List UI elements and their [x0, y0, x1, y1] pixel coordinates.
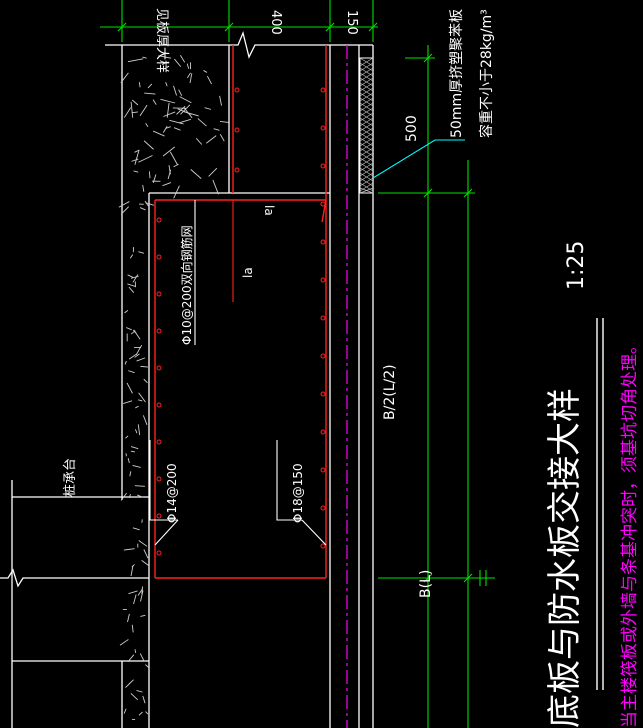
- rebar-dot: [156, 254, 162, 260]
- rebar-dot: [320, 87, 326, 93]
- rebar: [154, 45, 327, 579]
- top-break-line: [105, 30, 373, 59]
- rebar-dot: [320, 391, 326, 397]
- mid-rebar-text: Φ18@150: [291, 463, 305, 523]
- rebar-dot: [156, 328, 162, 334]
- rebar-dot: [320, 163, 326, 169]
- rebar-dot: [234, 87, 240, 93]
- insulation-leader: [372, 139, 465, 179]
- rebar-dot: [320, 353, 326, 359]
- rebar-dot: [156, 439, 162, 445]
- tick: [224, 22, 234, 32]
- tick: [368, 22, 378, 32]
- rebar-dot: [320, 543, 326, 549]
- concrete-hatch: [118, 55, 229, 720]
- tick: [423, 573, 433, 583]
- rebar-dot: [156, 291, 162, 297]
- left-rebar-text: Φ14@200: [165, 463, 179, 523]
- insulation-hatch: [359, 57, 374, 194]
- scale-text: 1:25: [564, 241, 589, 290]
- left-rebar-pointer: [154, 519, 179, 546]
- label-leaders: [149, 199, 327, 546]
- rebar-dot: [156, 550, 162, 556]
- tick: [463, 573, 473, 583]
- tick: [463, 188, 473, 198]
- top-dim-texts: 见板厚大样 400 150: [154, 8, 359, 73]
- dim-500: 500: [404, 115, 420, 142]
- rebar-dot: [320, 315, 326, 321]
- tick: [423, 188, 433, 198]
- la-top-text: la: [262, 205, 276, 216]
- rebar-dot: [234, 167, 240, 173]
- rebar-texts: la la Φ10@200双向钢筋网 Φ14@200 Φ18@150 桩承台: [63, 205, 305, 523]
- dim-half: B/2(L/2): [382, 364, 398, 420]
- dimensions: [100, 0, 495, 728]
- leaders: [372, 139, 465, 179]
- la-mid-text: la: [241, 267, 255, 278]
- insulation-texts: 50mm厚挤塑聚苯板 容重不小于28kg/m³: [448, 9, 495, 138]
- dim-b: B(L): [418, 570, 434, 598]
- mid-break-line: [0, 568, 149, 588]
- rebar-dot: [320, 125, 326, 131]
- tick: [325, 22, 335, 32]
- rebar-dot: [320, 239, 326, 245]
- rebar-dot: [156, 513, 162, 519]
- tick: [117, 22, 127, 32]
- tick: [423, 53, 433, 63]
- concrete-structure: [0, 30, 374, 728]
- insulation-text-2: 容重不小于28kg/m³: [478, 9, 495, 138]
- rebar-dot: [156, 217, 162, 223]
- rebar-dot: [156, 365, 162, 371]
- drawing-note: 当主楼筏板或外墙与条基冲突时，须基坑切角处理。: [620, 337, 640, 728]
- rebar-dot: [320, 505, 326, 511]
- mid-rebar-pointer: [301, 519, 327, 546]
- rebar-dot: [320, 467, 326, 473]
- rebar-dot: [320, 277, 326, 283]
- rebar-dot: [156, 476, 162, 482]
- mid-rebar-leader: [276, 440, 302, 521]
- insulation-text-1: 50mm厚挤塑聚苯板: [448, 9, 465, 138]
- drawing-title: 底板与防水板交接大样: [545, 388, 585, 728]
- pile-cap-text: 桩承台: [63, 458, 78, 497]
- dim-top-mid: 400: [268, 10, 283, 35]
- left-rebar-leader: [149, 440, 178, 521]
- rebar-dot: [156, 402, 162, 408]
- rebar-dot: [234, 127, 240, 133]
- dim-top-right: 150: [344, 10, 359, 35]
- ring-rebar-text: Φ10@200双向钢筋网: [179, 225, 194, 345]
- rebar-dot: [320, 429, 326, 435]
- rebar-dot: [320, 201, 326, 207]
- rebar-dots: [156, 87, 326, 556]
- side-dim-texts: 500 B/2(L/2) B(L): [382, 115, 434, 598]
- dim-top-left: 见板厚大样: [154, 8, 169, 73]
